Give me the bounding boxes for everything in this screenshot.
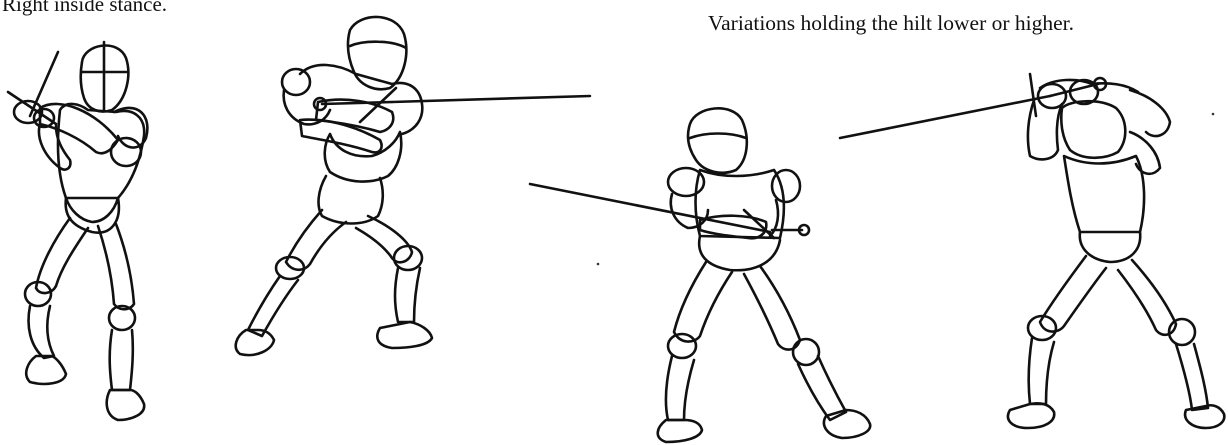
scan-speck bbox=[1212, 113, 1215, 116]
helmet-3 bbox=[688, 108, 747, 172]
sword-crossguard-2 bbox=[360, 88, 396, 122]
helmet-2 bbox=[348, 17, 406, 89]
foot-2b bbox=[377, 322, 432, 348]
fencer-figure-4 bbox=[840, 74, 1224, 428]
torso-3 bbox=[696, 170, 784, 238]
torso-1 bbox=[58, 104, 144, 198]
foot-1b bbox=[107, 390, 144, 420]
foot-3b bbox=[824, 410, 870, 438]
sword-crossguard-3 bbox=[744, 210, 774, 238]
fencer-figure-1 bbox=[8, 42, 147, 420]
sword-blade-4 bbox=[840, 96, 1050, 138]
scan-speck bbox=[597, 263, 600, 266]
torso-4 bbox=[1064, 156, 1144, 232]
fencer-figure-3 bbox=[530, 108, 870, 442]
foot-4a bbox=[1008, 403, 1054, 428]
foot-3a bbox=[658, 420, 702, 442]
torso-2 bbox=[325, 132, 402, 182]
sword-blade-3 bbox=[530, 184, 770, 232]
foot-1a bbox=[26, 356, 66, 384]
helmet-4 bbox=[1061, 101, 1125, 158]
